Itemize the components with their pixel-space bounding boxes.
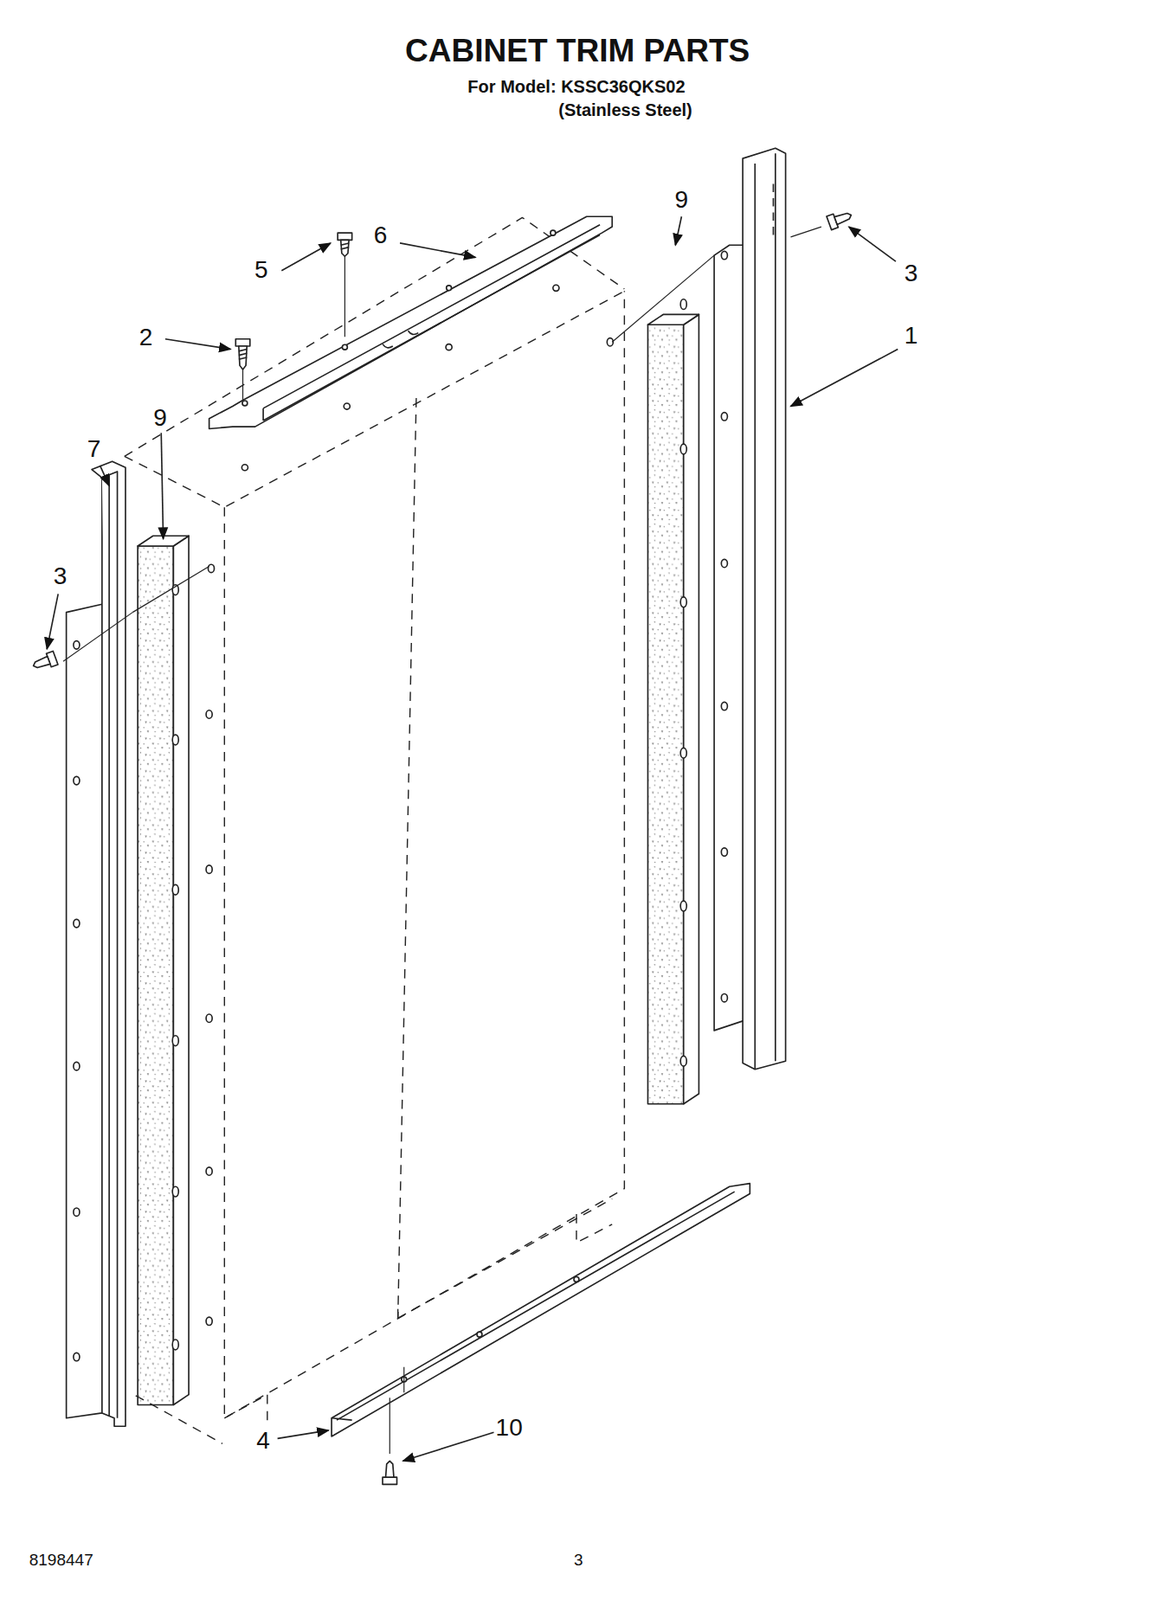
foam-strip (647, 299, 699, 1105)
callout-number: 6 (373, 222, 388, 250)
callout-number: 3 (53, 563, 68, 591)
callout-number: 5 (254, 257, 269, 284)
finish-note: (Stainless Steel) (558, 100, 693, 120)
callout-number: 4 (256, 1428, 271, 1456)
top-trim-rail (209, 216, 613, 429)
foam-strip (137, 535, 189, 1405)
right-trim (714, 148, 786, 1069)
cabinet-outline (124, 217, 625, 1444)
mounting-holes (206, 284, 613, 1326)
document-number: 8198447 (29, 1551, 94, 1571)
screws (31, 208, 854, 1486)
page-title: CABINET TRIM PARTS (405, 33, 750, 70)
left-trim (66, 461, 126, 1427)
leader-arrows (46, 216, 898, 1462)
callout-number: 10 (495, 1415, 523, 1443)
callout-number: 7 (87, 435, 102, 463)
callout-number: 9 (675, 186, 689, 214)
assembly-lines (63, 226, 822, 1455)
callout-number: 3 (904, 259, 919, 287)
callout-number: 9 (153, 405, 168, 432)
page-number: 3 (573, 1551, 584, 1571)
callout-number: 2 (139, 324, 154, 352)
bottom-trim-rail (331, 1184, 750, 1437)
callout-number: 1 (904, 321, 919, 349)
model-number: For Model: KSSC36QKS02 (467, 77, 685, 97)
